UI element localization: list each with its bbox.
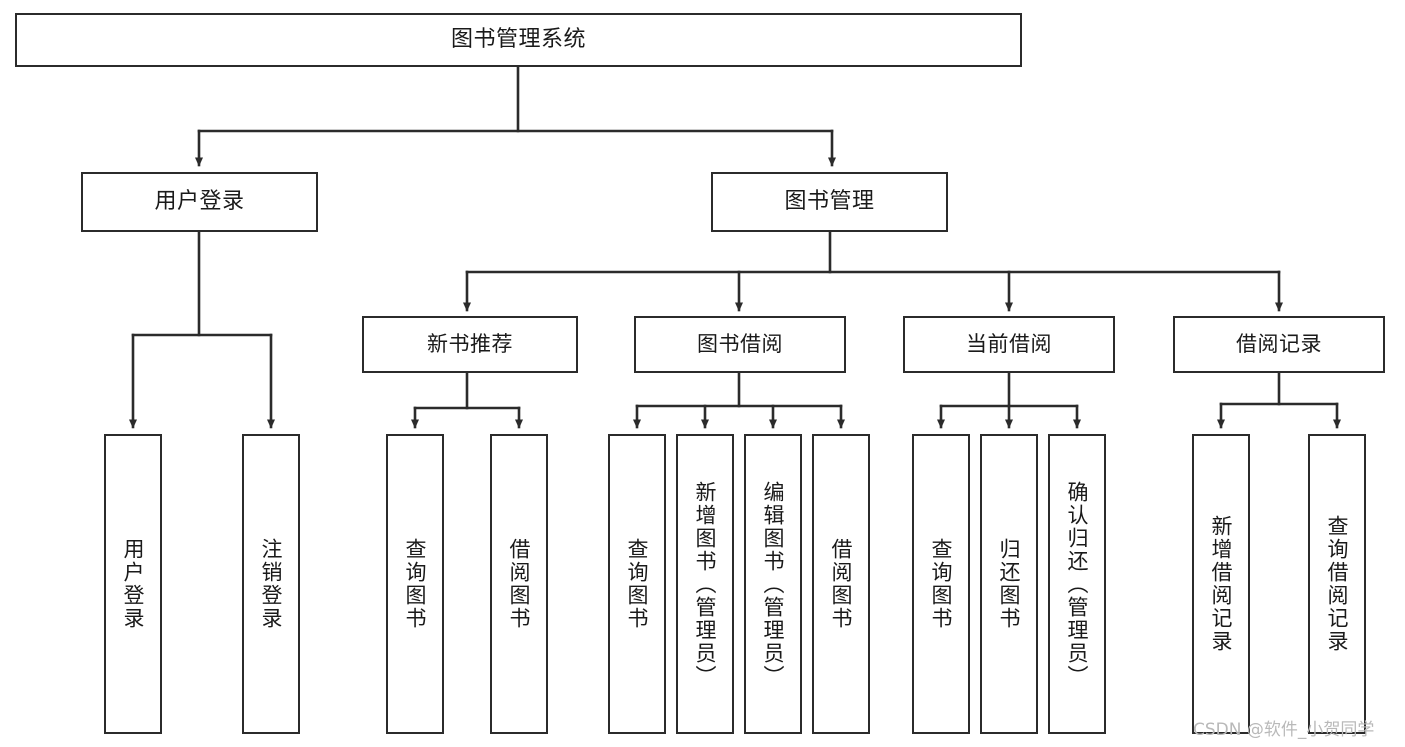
node-leaf-borrow-book-2-label: 借阅图书 <box>829 538 854 630</box>
node-book-manage-label: 图书管理 <box>784 188 875 214</box>
node-leaf-query-record-label: 查询借阅记录 <box>1325 515 1350 653</box>
node-current-borrow[interactable]: 当前借阅 <box>903 316 1115 373</box>
node-leaf-borrow-book-2[interactable]: 借阅图书 <box>812 434 870 734</box>
node-leaf-return-book[interactable]: 归还图书 <box>980 434 1038 734</box>
node-leaf-add-record[interactable]: 新增借阅记录 <box>1192 434 1250 734</box>
node-book-borrow-label: 图书借阅 <box>697 331 783 356</box>
node-book-borrow[interactable]: 图书借阅 <box>634 316 846 373</box>
node-leaf-add-book[interactable]: 新增图书（管理员） <box>676 434 734 734</box>
node-leaf-user-login-label: 用户登录 <box>121 538 146 630</box>
node-leaf-query-book-2[interactable]: 查询图书 <box>608 434 666 734</box>
node-root[interactable]: 图书管理系统 <box>15 13 1022 67</box>
node-leaf-add-record-label: 新增借阅记录 <box>1209 515 1234 653</box>
node-borrow-record[interactable]: 借阅记录 <box>1173 316 1385 373</box>
node-user-login-label: 用户登录 <box>154 188 245 214</box>
node-leaf-return-book-label: 归还图书 <box>997 538 1022 630</box>
node-leaf-query-book-1-label: 查询图书 <box>403 538 428 630</box>
node-root-label: 图书管理系统 <box>450 26 586 52</box>
node-leaf-borrow-book-1-label: 借阅图书 <box>507 538 532 630</box>
node-leaf-add-book-label: 新增图书（管理员） <box>693 480 718 688</box>
node-new-book-rec[interactable]: 新书推荐 <box>362 316 578 373</box>
node-leaf-confirm-return-label: 确认归还（管理员） <box>1065 480 1090 688</box>
node-new-book-rec-label: 新书推荐 <box>427 331 513 356</box>
node-leaf-confirm-return[interactable]: 确认归还（管理员） <box>1048 434 1106 734</box>
node-leaf-edit-book[interactable]: 编辑图书（管理员） <box>744 434 802 734</box>
node-leaf-query-book-3[interactable]: 查询图书 <box>912 434 970 734</box>
node-leaf-edit-book-label: 编辑图书（管理员） <box>761 480 786 688</box>
node-leaf-query-book-1[interactable]: 查询图书 <box>386 434 444 734</box>
node-leaf-user-login[interactable]: 用户登录 <box>104 434 162 734</box>
node-book-manage[interactable]: 图书管理 <box>711 172 948 232</box>
node-leaf-borrow-book-1[interactable]: 借阅图书 <box>490 434 548 734</box>
node-user-login[interactable]: 用户登录 <box>81 172 318 232</box>
node-leaf-query-book-3-label: 查询图书 <box>929 538 954 630</box>
node-current-borrow-label: 当前借阅 <box>966 331 1052 356</box>
node-borrow-record-label: 借阅记录 <box>1236 331 1322 356</box>
csdn-watermark: CSDN @软件_小贺同学 <box>1193 720 1375 740</box>
node-leaf-query-book-2-label: 查询图书 <box>625 538 650 630</box>
node-leaf-logout-login[interactable]: 注销登录 <box>242 434 300 734</box>
node-leaf-logout-login-label: 注销登录 <box>259 538 284 630</box>
node-leaf-query-record[interactable]: 查询借阅记录 <box>1308 434 1366 734</box>
